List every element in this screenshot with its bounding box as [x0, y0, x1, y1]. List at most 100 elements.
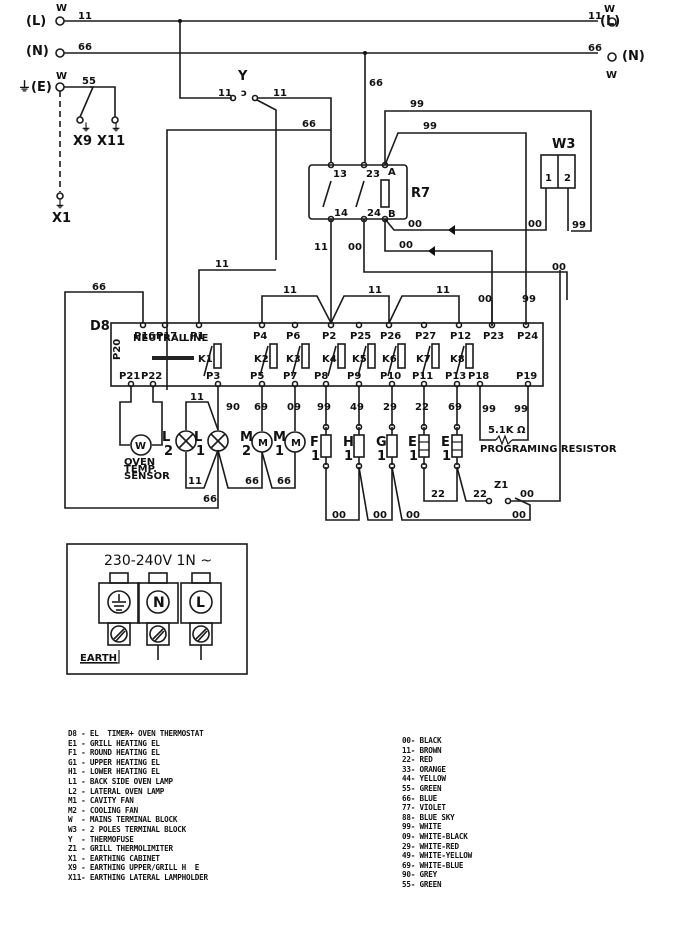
wire-label: 09: [287, 402, 301, 413]
relay-code: K8: [450, 354, 465, 365]
terminal-left-L: [55, 16, 65, 26]
legend-color-item: 49- WHITE-YELLOW: [402, 851, 472, 861]
load-number: 1: [275, 444, 284, 459]
relay-contact: [387, 345, 397, 377]
earth-wire: [64, 86, 95, 118]
terminal-left-E-code: W: [56, 71, 67, 82]
fuse-contact: [251, 94, 259, 102]
resistor-icon: [495, 434, 513, 446]
wire-label: 66: [302, 119, 316, 130]
supply-terminal-l: L: [180, 572, 222, 660]
legend-component-item: M1 - CAVITY FAN: [68, 796, 134, 806]
timer-pin-p16: [139, 321, 147, 329]
load-letter: E: [408, 435, 417, 450]
wire-label: 99: [410, 99, 424, 110]
screw-slot: [197, 630, 208, 642]
timer-pin-p17: [161, 321, 169, 329]
earth-label-x1: X1: [52, 211, 71, 226]
legend-component-item: D8 - EL TIMER+ OVEN THERMOSTAT: [68, 729, 204, 738]
legend-color-item: 44- YELLOW: [402, 774, 446, 784]
sensor-symbol: W: [135, 441, 146, 452]
terminal-tab: [148, 572, 168, 584]
relay-contact: [259, 345, 269, 377]
ground-icon: [107, 590, 131, 614]
legend-color-item: 55- GREEN: [402, 783, 442, 793]
wire-11-bus: [261, 295, 390, 325]
programming-resistor: 99 99 5.1K Ω PROGRAMING RESISTOR: [479, 386, 617, 455]
legend-color-item: 88- BLUE SKY: [402, 812, 455, 822]
load-letter: F: [310, 435, 319, 450]
screw-slot: [154, 630, 165, 642]
wire-label: 11: [314, 242, 328, 253]
wire-99: [384, 132, 527, 325]
relay-contact: [203, 345, 213, 377]
legend-component-item: X1 - EARTHING CABINET: [68, 853, 160, 863]
wire-label: 66: [277, 476, 291, 487]
terminal-left-N-label: (N): [26, 44, 49, 59]
timer-pin-p21: [127, 380, 135, 388]
earth-section: ⏚(E) W 55 ⏚ ⏚ X9 X11 ⏚ X1: [18, 71, 125, 226]
legend-color-item: 11- BROWN: [402, 745, 442, 755]
terminal-symbol: [189, 590, 213, 614]
legend-component-item: X11- EARTHING LATERAL LAMPHOLDER: [68, 872, 208, 882]
wire-label: 22: [431, 489, 445, 500]
timer-pin-label: P6: [286, 331, 300, 342]
legend-color-item: 77- VIOLET: [402, 803, 446, 813]
legend-component-item: E1 - GRILL HEATING EL: [68, 738, 160, 748]
load-number: 1: [442, 449, 451, 464]
relay-code: K3: [286, 354, 301, 365]
timer-pin-label: P26: [380, 331, 401, 342]
supply-box: [66, 543, 248, 675]
load-letter: L: [162, 430, 170, 445]
wire-label: 11: [218, 88, 232, 99]
timer-pin-label: P27: [415, 331, 436, 342]
wire-11: [198, 269, 276, 323]
timer-pin-label: P11: [412, 371, 433, 382]
timer-pin-label: P22: [141, 371, 162, 382]
timer-pin-label: P3: [206, 371, 220, 382]
wire-label: 99: [317, 402, 331, 413]
load-letter: M: [240, 430, 253, 445]
relay-contact: [327, 345, 337, 377]
heater-icon: [353, 434, 365, 458]
load-letter: H: [343, 435, 354, 450]
wire-11: [185, 449, 219, 489]
terminal-tab: [109, 572, 129, 584]
pin-label: 24: [367, 208, 381, 219]
pin-13: [327, 161, 335, 169]
legend-color-item: 66- BLUE: [402, 793, 437, 803]
relay-coil: [213, 343, 222, 369]
wire-label: 69: [254, 402, 268, 413]
resistor-value: 5.1K Ω: [488, 425, 526, 436]
load-number: 1: [344, 449, 353, 464]
wire-00: [325, 467, 360, 521]
wire-label: 11: [273, 88, 287, 99]
wire-label: 99: [482, 404, 496, 415]
wire: [256, 99, 277, 260]
grill-element-icon: [418, 434, 430, 458]
legend-component-item: H1 - LOWER HEATING EL: [68, 767, 160, 777]
wire-label: 11: [188, 476, 202, 487]
relay-switch: [355, 180, 365, 208]
timer-pin-p7: [291, 380, 299, 388]
earth-label-x9: X9: [73, 134, 92, 149]
relay-code: K1: [198, 354, 213, 365]
timer-pin-label: P1: [190, 331, 204, 342]
wire-99: [512, 386, 529, 441]
timer-pin-p9: [355, 380, 363, 388]
wire-66: [217, 449, 263, 489]
pin-label: 13: [333, 169, 347, 180]
resistor-label: PROGRAMING RESISTOR: [480, 444, 617, 455]
timer-pin-p10: [388, 380, 396, 388]
earth-label-x11: X11: [97, 134, 125, 149]
wire-label: 11: [368, 285, 382, 296]
wire-label: 99: [572, 220, 586, 231]
earth-point: [76, 116, 84, 124]
